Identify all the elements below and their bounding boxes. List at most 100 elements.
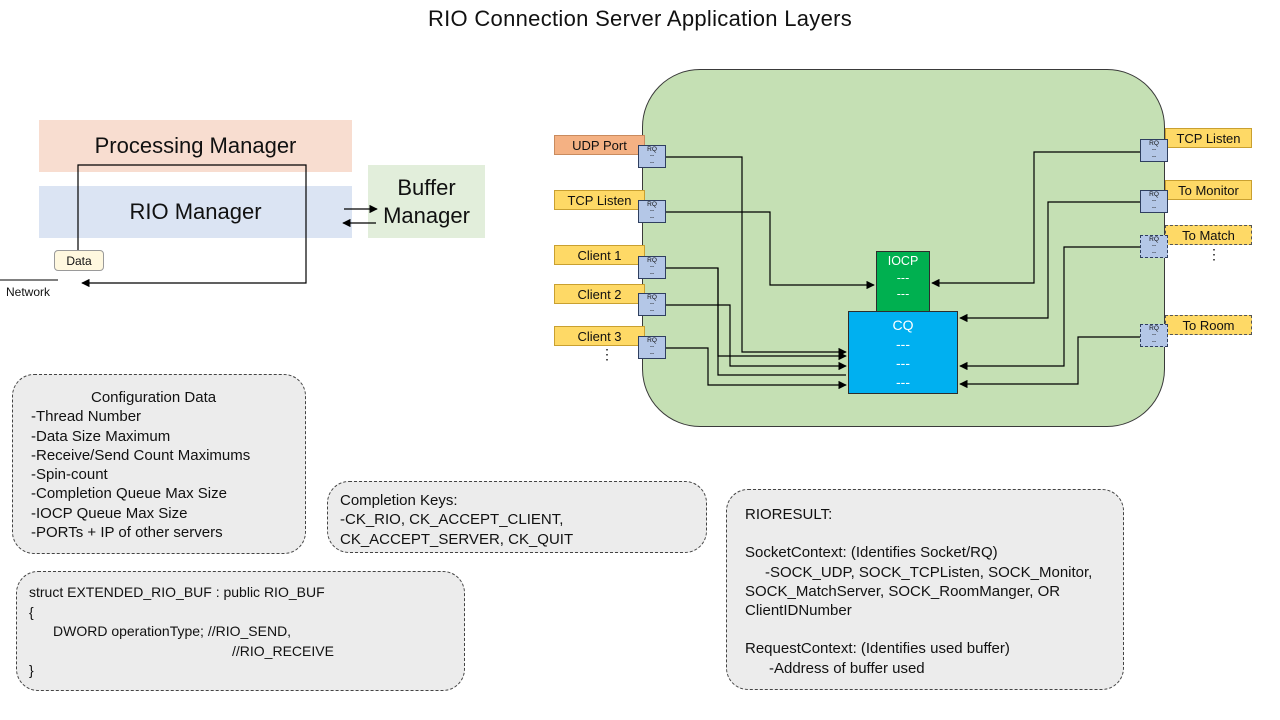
rq-client-1: RQ---- [638,256,666,279]
processing-manager-label: Processing Manager [94,133,297,158]
rq-label: RQ [1149,236,1159,243]
room-rq-to-cq [959,336,1140,389]
rq-label: RQ [647,146,657,153]
config-item: -Spin-count [31,466,108,484]
processing-manager-layer: Processing Manager [39,120,352,172]
config-item: -Receive/Send Count Maximums [31,446,251,464]
rq-dash: -- [649,269,655,277]
rq-dash: -- [1151,331,1157,339]
rq-dash: -- [1151,152,1157,160]
port-to-room: To Room [1165,315,1252,335]
rq-tcp-listen-left: RQ---- [638,200,666,223]
struct-line: { [29,603,34,620]
rq-label: RQ [647,257,657,264]
rq-to-room: RQ---- [1140,324,1168,347]
configuration-data-box: Configuration Data -Thread Number -Data … [12,374,306,554]
socket-context-item: -SOCK_UDP, SOCK_TCPListen, SOCK_Monitor, [765,563,1093,581]
cq-label: CQ [892,317,914,333]
rq-dash: -- [649,306,655,314]
rq-to-monitor: RQ---- [1140,190,1168,213]
config-item: -Thread Number [31,408,142,426]
port-client-2: Client 2 [554,284,645,304]
port-tcp-listen-left: TCP Listen [554,190,645,210]
socket-context-heading: SocketContext: (Identifies Socket/RQ) [745,544,998,562]
diagram-title: RIO Connection Server Application Layers [427,6,853,31]
rq-dash: -- [1151,337,1157,345]
config-item: -IOCP Queue Max Size [31,504,188,522]
request-context-item: -Address of buffer used [769,659,925,677]
config-item: -Completion Queue Max Size [31,485,227,503]
cq-slot: --- [896,374,910,390]
rq-tcp-listen-right: RQ---- [1140,139,1168,162]
rq-to-match: RQ---- [1140,235,1168,258]
rq-client-2: RQ---- [638,293,666,316]
config-item: -Data Size Maximum [31,427,171,445]
client3-rq-to-cq [666,347,847,390]
port-tcp-listen-right: TCP Listen [1165,128,1252,148]
struct-line: DWORD operationType; //RIO_SEND, [53,623,292,639]
port-to-monitor: To Monitor [1165,180,1252,200]
rq-dash: -- [649,152,655,160]
completion-keys-box: Completion Keys: -CK_RIO, CK_ACCEPT_CLIE… [327,481,707,553]
socket-context-item: ClientIDNumber [745,602,852,620]
rq-label: RQ [1149,191,1159,198]
port-udp: UDP Port [554,135,645,155]
extended-rio-buf-struct-box: struct EXTENDED_RIO_BUF : public RIO_BUF… [16,571,465,691]
rq-dash: -- [1151,203,1157,211]
rq-dash: -- [649,343,655,351]
rq-dash: -- [649,158,655,166]
right-ellipsis: ⋮ [1207,246,1221,262]
struct-line: struct EXTENDED_RIO_BUF : public RIO_BUF [29,584,325,600]
request-context-heading: RequestContext: (Identifies used buffer) [745,640,1010,658]
rq-dash: -- [1151,197,1157,205]
buffer-manager-label-line2: Manager [383,202,470,228]
rq-dash: -- [1151,146,1157,154]
client2-rq-to-cq [666,304,847,371]
monitor-rq-to-iocp [959,201,1140,323]
rq-dash: -- [1151,242,1157,250]
struct-line: } [29,662,34,678]
iocp-queue: IOCP --- --- --- [876,251,930,318]
rio-manager-layer: RIO Manager [39,186,352,238]
rioresult-title: RIORESULT: [745,506,833,523]
data-path-line [77,164,307,288]
iocp-label: IOCP [887,254,919,268]
iocp-slot: --- [896,287,910,301]
left-ellipsis: ⋮ [600,346,614,362]
rq-client-3: RQ---- [638,336,666,359]
rioresult-box: RIORESULT: SocketContext: (Identifies So… [726,489,1124,690]
rq-dash: -- [649,349,655,357]
configuration-data-title: Configuration Data [91,389,217,406]
iocp-slot: --- [896,270,910,285]
buffer-manager-layer: Buffer Manager [368,165,485,238]
rq-label: RQ [1149,325,1159,332]
completion-keys-line: Completion Keys: [340,492,458,509]
port-client-1: Client 1 [554,245,645,265]
rio-manager-label: RIO Manager [129,199,262,224]
config-item: -PORTs + IP of other servers [31,524,223,542]
rq-label: RQ [647,294,657,301]
socket-context-item: SOCK_MatchServer, SOCK_RoomManger, OR [745,582,1061,600]
udp-rq-to-cq [666,156,847,357]
rq-dash: -- [1151,248,1157,256]
data-tag: Data [54,250,104,271]
rq-dash: -- [649,207,655,215]
rq-dash: -- [649,300,655,308]
completion-queue: CQ --- --- --- [848,311,958,394]
rq-dash: -- [649,213,655,221]
completion-keys-line: -CK_RIO, CK_ACCEPT_CLIENT, [340,511,564,529]
rq-label: RQ [647,337,657,344]
cq-slot: --- [896,336,910,352]
tcp-listen-rq-to-iocp [666,211,875,290]
rq-udp: RQ---- [638,145,666,168]
right-tcp-listen-rq-to-iocp [931,151,1140,288]
struct-line: //RIO_RECEIVE [232,642,334,659]
port-to-match: To Match [1165,225,1252,245]
rq-dash: -- [649,263,655,271]
cq-slot: --- [896,355,910,371]
client1-rq-to-cq-2 [717,268,846,376]
rq-label: RQ [1149,140,1159,147]
port-client-3: Client 3 [554,326,645,346]
match-rq-to-cq [959,246,1140,371]
